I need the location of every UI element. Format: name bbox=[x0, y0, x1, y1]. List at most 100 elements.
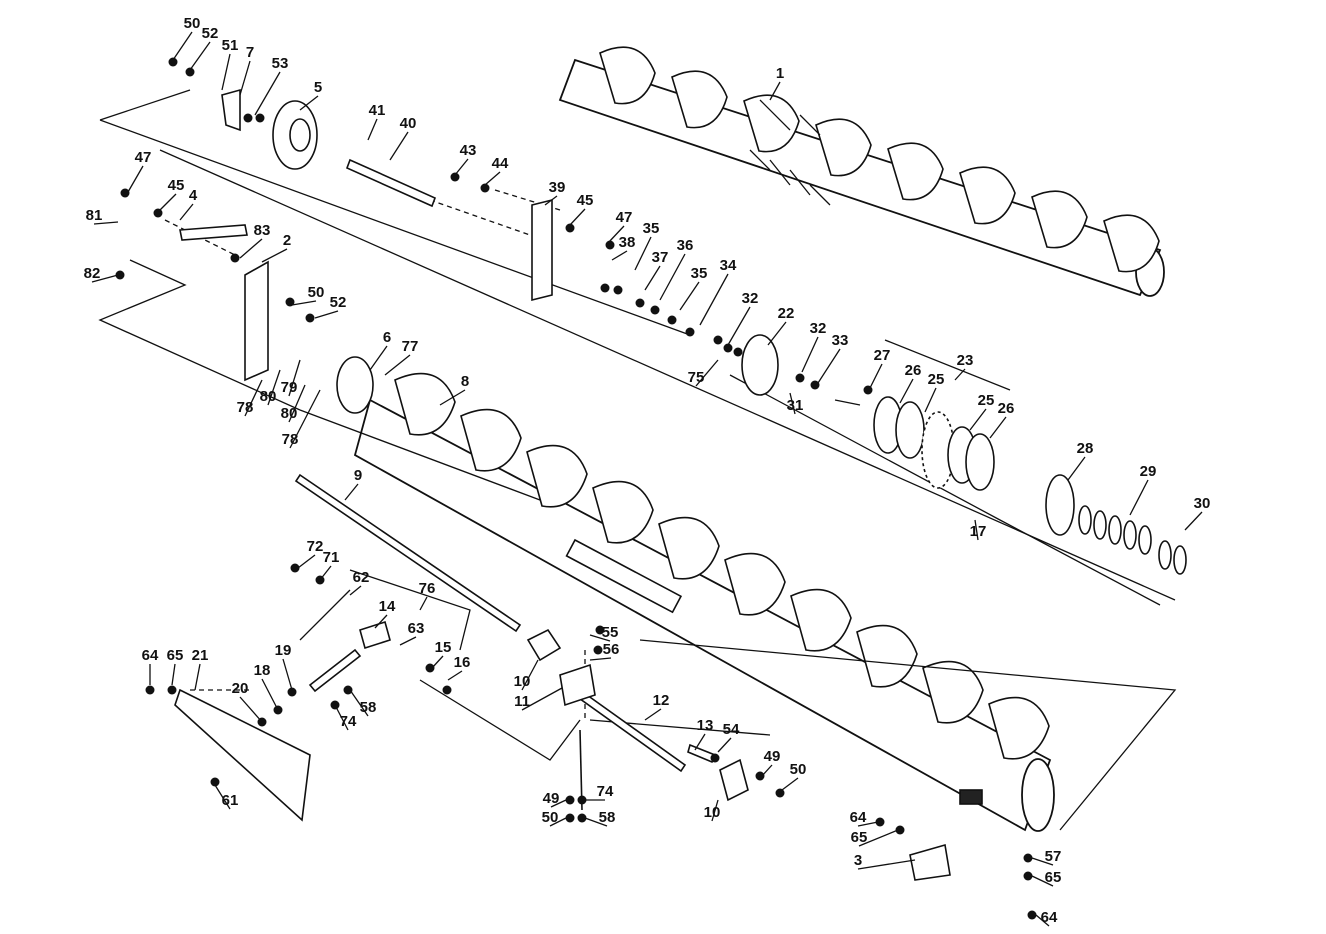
leader-line bbox=[384, 354, 411, 376]
leader-line bbox=[521, 659, 539, 691]
part-number-label: 55 bbox=[602, 624, 619, 641]
part-number-label: 64 bbox=[850, 809, 867, 826]
hardware-item bbox=[650, 305, 660, 315]
leader-line bbox=[589, 634, 611, 642]
part-number-label: 12 bbox=[653, 692, 670, 709]
part-number-label: 25 bbox=[978, 392, 995, 409]
leader-line bbox=[244, 379, 263, 417]
leader-line bbox=[239, 60, 251, 96]
part-number-label: 77 bbox=[402, 338, 419, 355]
leader-line bbox=[299, 95, 319, 111]
part-number-label: 27 bbox=[874, 347, 891, 364]
auger-flight bbox=[922, 660, 984, 724]
washer bbox=[1123, 520, 1137, 550]
leader-line bbox=[679, 281, 700, 311]
part-number-label: 50 bbox=[790, 761, 807, 778]
auger-flight bbox=[856, 624, 918, 688]
leader-line bbox=[367, 118, 378, 141]
part-number-label: 11 bbox=[514, 693, 530, 710]
hardware-item bbox=[287, 687, 297, 697]
leader-line bbox=[374, 614, 388, 629]
leader-line bbox=[781, 777, 799, 791]
hardware-item bbox=[593, 645, 603, 655]
part-number-label: 45 bbox=[577, 192, 594, 209]
part-number-label: 22 bbox=[778, 305, 795, 322]
leader-line bbox=[91, 274, 119, 283]
leader-line bbox=[282, 658, 293, 691]
hardware-item bbox=[243, 113, 253, 123]
leader-line bbox=[1031, 875, 1054, 887]
hardware-item bbox=[595, 625, 605, 635]
hardware-item bbox=[810, 380, 820, 390]
hardware-item bbox=[255, 113, 265, 123]
leader-line bbox=[644, 708, 662, 721]
part-number-label: 23 bbox=[957, 352, 974, 369]
part-number-label: 26 bbox=[905, 362, 922, 379]
leader-line bbox=[288, 359, 301, 397]
auger-flight bbox=[743, 94, 800, 153]
leader-line bbox=[214, 784, 231, 810]
leader-line bbox=[549, 817, 567, 827]
hardware-item bbox=[713, 335, 723, 345]
leader-line bbox=[817, 348, 841, 384]
leader-line bbox=[261, 248, 288, 263]
hardware-item bbox=[723, 343, 733, 353]
leader-line bbox=[644, 265, 661, 291]
leader-line bbox=[695, 359, 719, 387]
auger-flight bbox=[460, 408, 522, 472]
leader-line bbox=[659, 253, 686, 301]
part-number-label: 54 bbox=[723, 721, 740, 738]
part-number-label: 58 bbox=[360, 699, 377, 716]
part-number-label: 8 bbox=[461, 373, 469, 390]
leader-line bbox=[954, 368, 966, 381]
leader-line bbox=[924, 387, 937, 413]
leader-line bbox=[189, 41, 211, 71]
hardware-item bbox=[710, 753, 720, 763]
part-number-label: 75 bbox=[688, 369, 705, 386]
auger-flight bbox=[1031, 190, 1088, 249]
leader-line bbox=[857, 821, 879, 827]
part-number-label: 30 bbox=[1194, 495, 1211, 512]
part-number-label: 13 bbox=[697, 717, 714, 734]
part-number-label: 19 bbox=[275, 642, 292, 659]
part-number-label: 52 bbox=[202, 25, 219, 42]
part-number-label: 37 bbox=[652, 249, 669, 266]
leader-line bbox=[699, 273, 729, 326]
part-number-label: 28 bbox=[1077, 440, 1094, 457]
hardware-item bbox=[343, 685, 353, 695]
hardware-item bbox=[577, 795, 587, 805]
shafts bbox=[179, 158, 717, 811]
hardware-item bbox=[120, 188, 130, 198]
leader-line bbox=[857, 859, 916, 870]
leader-line bbox=[1067, 456, 1086, 481]
leader-line bbox=[221, 53, 231, 91]
auger-flight bbox=[671, 70, 728, 129]
leader-line bbox=[899, 378, 914, 404]
leader-line bbox=[239, 238, 263, 259]
leader-line bbox=[239, 696, 263, 723]
part-number-label: 65 bbox=[1045, 869, 1062, 886]
leader-line bbox=[584, 817, 608, 827]
part-number-label: 63 bbox=[408, 620, 425, 637]
hardware-item bbox=[795, 373, 805, 383]
leader-line bbox=[159, 193, 177, 211]
hardware-item bbox=[1027, 910, 1037, 920]
leader-line bbox=[439, 389, 466, 406]
hardware-item bbox=[168, 57, 178, 67]
part-number-label: 14 bbox=[379, 598, 396, 615]
part-number-label: 35 bbox=[691, 265, 708, 282]
auger-flight bbox=[790, 588, 852, 652]
auger-flight bbox=[658, 516, 720, 580]
leader-line bbox=[171, 663, 176, 686]
auger-flight bbox=[724, 552, 786, 616]
hardware-item bbox=[667, 315, 677, 325]
part-number-label: 15 bbox=[435, 639, 452, 656]
leader-line bbox=[974, 519, 979, 541]
part-number-label: 58 bbox=[599, 809, 616, 826]
part-number-label: 32 bbox=[742, 290, 759, 307]
part-number-label: 9 bbox=[354, 467, 362, 484]
part-number-label: 52 bbox=[330, 294, 347, 311]
upper-auger bbox=[558, 46, 1165, 297]
leader-line bbox=[711, 799, 719, 822]
